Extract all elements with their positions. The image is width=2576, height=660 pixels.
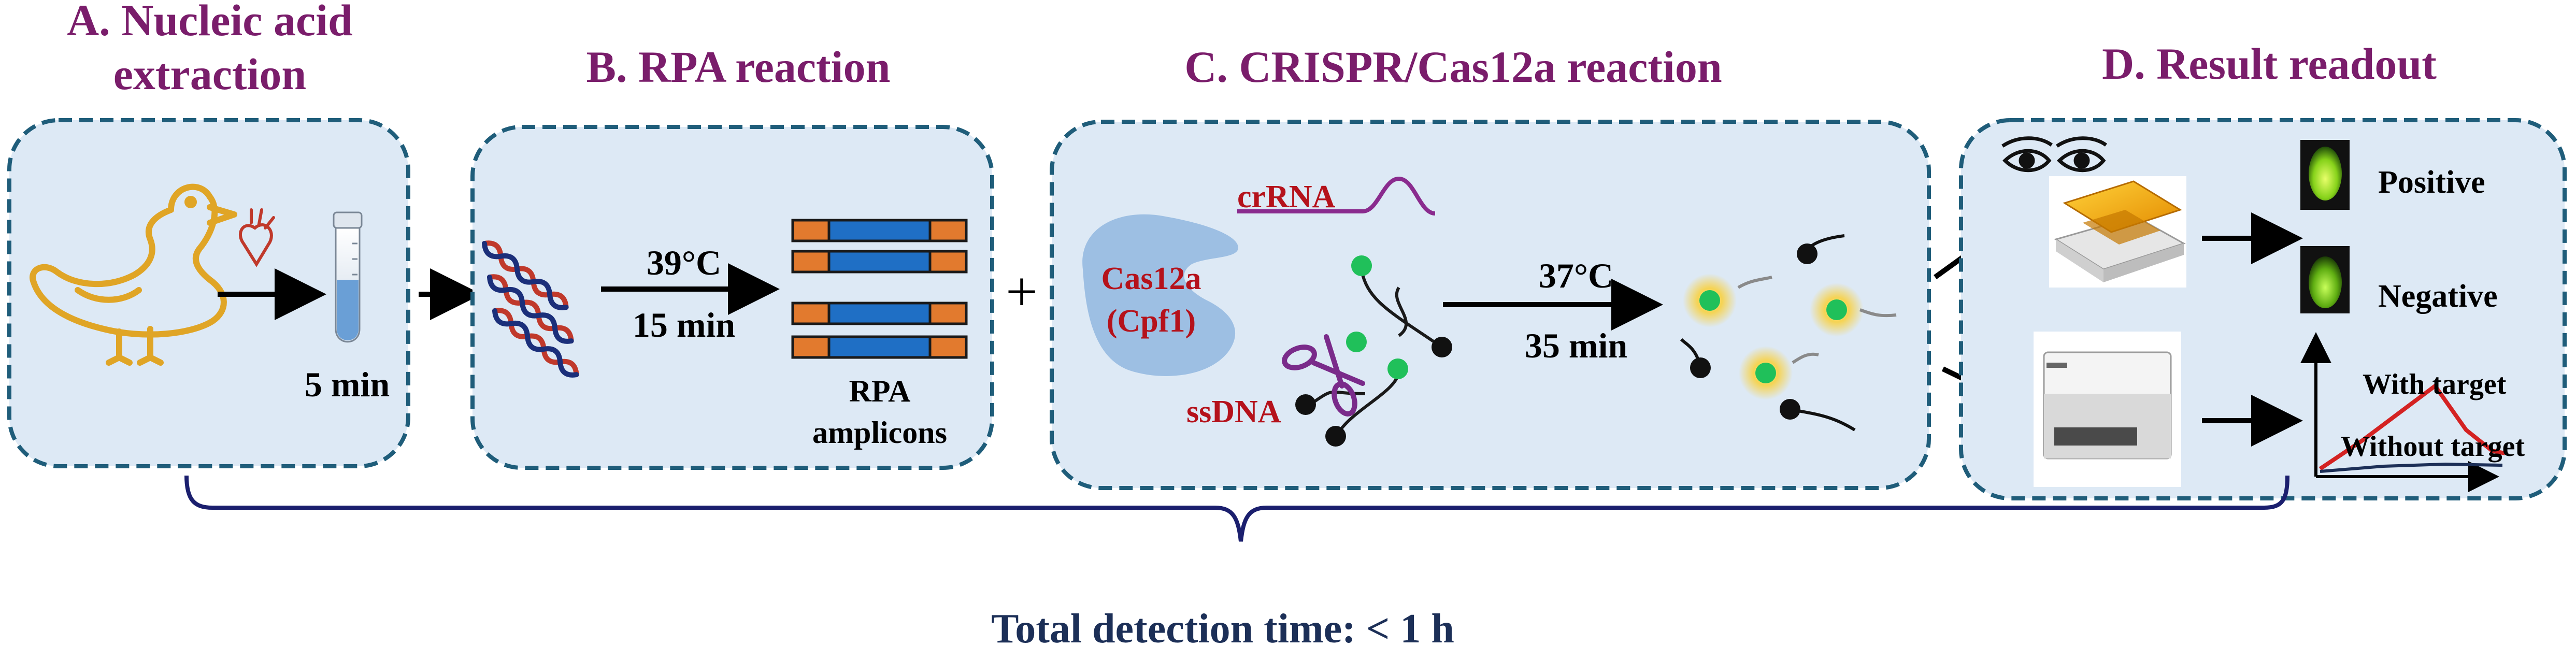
test-tube-icon (333, 211, 363, 343)
panel-b-time: 15 min (633, 305, 735, 345)
transilluminator-device (2049, 176, 2186, 288)
cas12a-label-line2: (Cpf1) (1107, 304, 1196, 339)
negative-tube-photo (2300, 246, 2350, 313)
positive-label: Positive (2378, 165, 2485, 200)
total-detection-time: Total detection time: < 1 h (991, 606, 1454, 652)
eyes-icon (2001, 136, 2108, 173)
fluorophore-dot (1387, 358, 1408, 379)
dna-helix-icon (482, 240, 579, 378)
quencher-dot (1295, 394, 1316, 415)
with-target-curve (2319, 383, 2506, 471)
plus-sign: + (1006, 260, 1038, 323)
panel-c-title: C. CRISPR/Cas12a reaction (1184, 42, 1722, 92)
heart-icon (239, 208, 275, 267)
fluorescence-graph (2300, 332, 2506, 492)
fluorescence-reader-device (2034, 332, 2181, 487)
panel-c-time: 35 min (1525, 326, 1627, 365)
panel-b-temp: 39°C (647, 243, 721, 282)
panel-a-title-line2: extraction (113, 49, 307, 99)
panel-a-title-line1: A. Nucleic acid (67, 0, 353, 45)
fluorophore-dot (1346, 332, 1367, 352)
negative-label: Negative (2378, 279, 2498, 314)
time-brace (184, 475, 2289, 542)
quencher-dot (1325, 426, 1346, 447)
cas12a-protein (1082, 214, 1238, 376)
panel-a-time: 5 min (305, 365, 390, 404)
cleaved-products (1680, 234, 1897, 432)
panel-b-title: B. RPA reaction (586, 42, 891, 92)
positive-tube-photo (2300, 140, 2350, 210)
scissors-icon (1282, 334, 1365, 417)
panel-a-box (7, 118, 410, 468)
cas12a-label-line1: Cas12a (1101, 261, 1201, 296)
ssdna-label: ssDNA (1186, 394, 1281, 429)
without-target-label: Without target (2341, 431, 2525, 463)
crrna-label: crRNA (1237, 179, 1336, 214)
crrna-strand (1237, 176, 1436, 216)
with-target-label: With target (2363, 368, 2507, 400)
quencher-dot (1432, 337, 1452, 357)
duck-icon (30, 183, 237, 366)
panel-b-label-line2: amplicons (812, 415, 947, 450)
fluorophore-dot (1351, 255, 1372, 276)
panel-b-label-line1: RPA (849, 374, 911, 408)
panel-c-temp: 37°C (1539, 256, 1613, 295)
without-target-curve (2320, 462, 2503, 473)
amplicon-bars (791, 219, 968, 359)
panel-d-title: D. Result readout (2102, 39, 2437, 89)
